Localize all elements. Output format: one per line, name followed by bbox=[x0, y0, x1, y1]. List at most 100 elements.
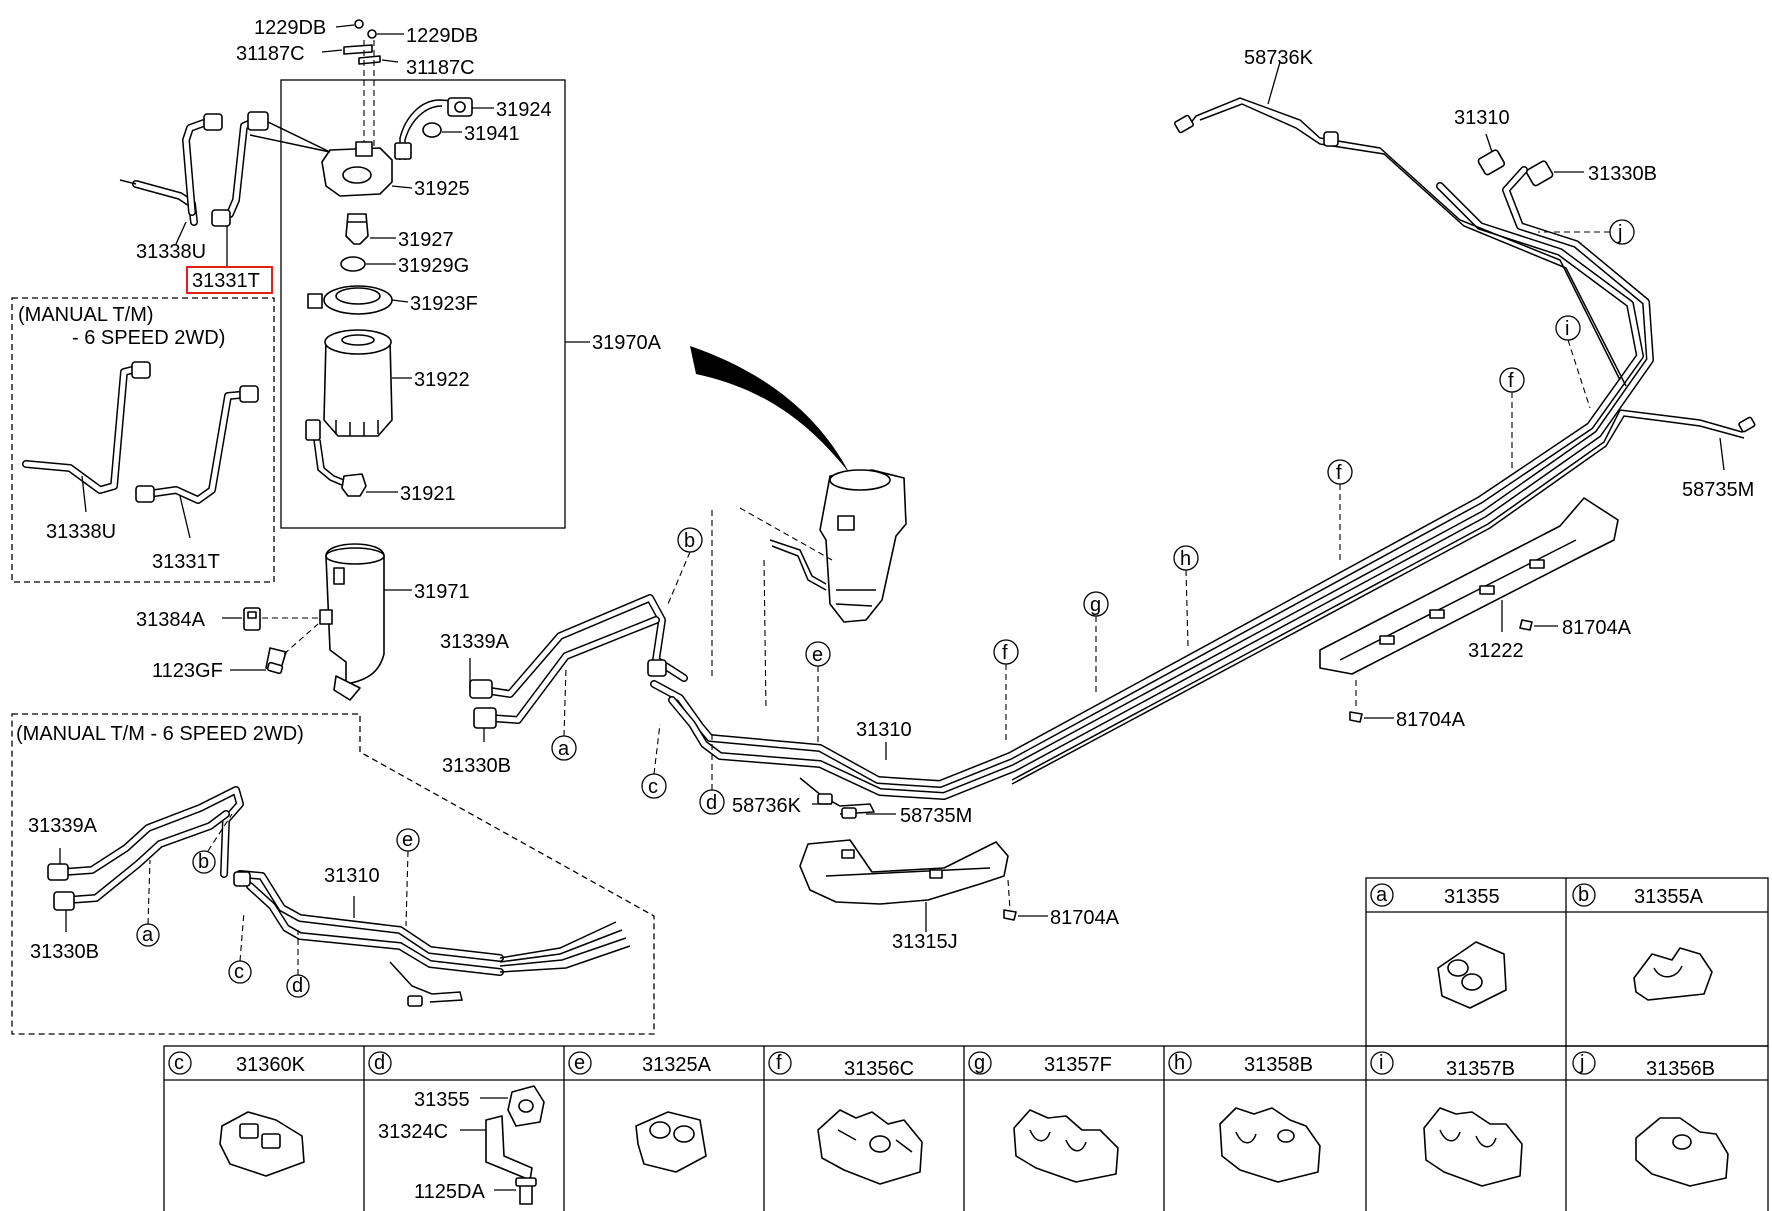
part-label-31970A[interactable]: 31970A bbox=[592, 332, 662, 354]
legend-cell-d[interactable]: d bbox=[368, 1051, 545, 1205]
part-label-31384A[interactable]: 31384A bbox=[136, 609, 206, 631]
protector-31315J-icon bbox=[799, 839, 1009, 905]
legend-f-part: 31356C bbox=[844, 1058, 914, 1080]
clip-31384A-icon bbox=[243, 607, 261, 631]
legend-cell-i[interactable]: i 31357B bbox=[1370, 1051, 1523, 1187]
legend-c-part: 31360K bbox=[236, 1054, 306, 1076]
callout-b-main-text: b bbox=[684, 530, 695, 552]
callout-b-manual-text: b bbox=[198, 851, 209, 873]
callout-j-main-text: j bbox=[1617, 222, 1622, 244]
part-label-31971[interactable]: 31971 bbox=[414, 581, 470, 603]
legend-e-key: e bbox=[574, 1052, 585, 1074]
manual-tm-note-bottom: (MANUAL T/M - 6 SPEED 2WD) bbox=[16, 723, 304, 745]
legend-g-part: 31357F bbox=[1044, 1054, 1112, 1076]
part-label-1229DB-right[interactable]: 1229DB bbox=[406, 25, 478, 47]
protector-31222-icon bbox=[1319, 497, 1619, 675]
filter-bracket-31971-icon bbox=[319, 543, 385, 701]
part-label-58735M-right[interactable]: 58735M bbox=[1682, 479, 1754, 501]
legend-cell-f[interactable]: f 31356C bbox=[768, 1051, 923, 1185]
callout-a-manual-text: a bbox=[142, 924, 154, 946]
fuel-filter-assembly-box bbox=[280, 79, 566, 529]
clip-31358B-icon bbox=[1219, 1107, 1321, 1183]
part-label-31927[interactable]: 31927 bbox=[398, 229, 454, 251]
part-label-31925[interactable]: 31925 bbox=[414, 178, 470, 200]
part-label-31310-main[interactable]: 31310 bbox=[856, 719, 912, 741]
part-label-31331T-top[interactable]: 31331T bbox=[192, 270, 260, 292]
bolt-81704A-c-icon bbox=[1003, 909, 1017, 921]
legend-cell-g[interactable]: g 31357F bbox=[968, 1051, 1119, 1183]
legend-cell-j[interactable]: j 31356B bbox=[1572, 1051, 1729, 1187]
part-label-31923F[interactable]: 31923F bbox=[410, 293, 478, 315]
fuel-tube-31331T-manual-icon bbox=[135, 385, 259, 504]
part-label-1123GF[interactable]: 1123GF bbox=[152, 660, 223, 682]
part-label-31929G[interactable]: 31929G bbox=[398, 255, 469, 277]
highlighted-part-31331T bbox=[186, 266, 273, 294]
sensor-31927-icon bbox=[345, 213, 369, 245]
part-label-31222[interactable]: 31222 bbox=[1468, 640, 1524, 662]
part-label-58735M-mid[interactable]: 58735M bbox=[900, 805, 972, 827]
bracket-31187C-icon bbox=[343, 44, 381, 65]
part-label-81704A-a[interactable]: 81704A bbox=[1562, 617, 1632, 639]
part-label-31310-top[interactable]: 31310 bbox=[1454, 107, 1510, 129]
part-label-31921[interactable]: 31921 bbox=[400, 483, 456, 505]
part-label-31330B-main[interactable]: 31330B bbox=[442, 755, 511, 777]
legend-cell-a[interactable]: a 31355 bbox=[1370, 883, 1507, 1009]
part-label-81704A-b[interactable]: 81704A bbox=[1396, 709, 1466, 731]
part-label-31941[interactable]: 31941 bbox=[464, 123, 520, 145]
part-label-31330B-top[interactable]: 31330B bbox=[1588, 163, 1657, 185]
part-label-31338U-manual[interactable]: 31338U bbox=[46, 521, 116, 543]
legend-cell-b[interactable]: b 31355A bbox=[1572, 883, 1713, 1001]
connector-small-icon bbox=[394, 142, 412, 160]
legend-g-key: g bbox=[974, 1052, 985, 1074]
callout-f-main-1-text: f bbox=[1002, 642, 1008, 664]
clip-31355A-icon bbox=[1633, 947, 1713, 1001]
part-label-31315J[interactable]: 31315J bbox=[892, 931, 958, 953]
bolt-81704A-b-icon bbox=[1349, 711, 1363, 723]
legend-d-part-31355[interactable]: 31355 bbox=[414, 1089, 470, 1111]
part-label-31310-manual[interactable]: 31310 bbox=[324, 865, 380, 887]
fuel-tube-31338U-manual-icon bbox=[22, 361, 151, 494]
o-ring-31941-icon bbox=[422, 122, 442, 138]
callout-b-manual[interactable] bbox=[192, 850, 216, 874]
legend-a-key: a bbox=[1376, 884, 1388, 906]
part-label-31338U-top[interactable]: 31338U bbox=[136, 241, 206, 263]
legend-d-part-1125DA[interactable]: 1125DA bbox=[414, 1181, 485, 1203]
legend-j-part: 31356B bbox=[1646, 1058, 1715, 1080]
callout-h-main-text: h bbox=[1180, 548, 1191, 570]
manual-tm-note-line1: (MANUAL T/M) bbox=[18, 304, 154, 326]
callout-a-main-text: a bbox=[558, 738, 570, 760]
part-label-58736K-mid[interactable]: 58736K bbox=[732, 795, 802, 817]
legend-cell-e[interactable]: e 31325A bbox=[568, 1051, 712, 1173]
clip-31355-icon bbox=[1437, 941, 1507, 1009]
callout-c-main-text: c bbox=[648, 776, 658, 798]
part-label-31339A-manual[interactable]: 31339A bbox=[28, 815, 98, 837]
bolt-81704A-a-icon bbox=[1519, 619, 1533, 631]
part-label-58736K-top[interactable]: 58736K bbox=[1244, 47, 1314, 69]
callout-e-main-text: e bbox=[812, 644, 823, 666]
legend-cell-c[interactable]: c 31360K bbox=[168, 1051, 306, 1177]
callout-d-main-text: d bbox=[706, 792, 717, 814]
legend-cell-h[interactable]: h 31358B bbox=[1168, 1051, 1321, 1183]
part-label-81704A-c[interactable]: 81704A bbox=[1050, 907, 1120, 929]
legend-b-part: 31355A bbox=[1634, 886, 1704, 908]
manual-tm-variant-box-top bbox=[11, 297, 275, 583]
legend-d-part-31324C[interactable]: 31324C bbox=[378, 1121, 448, 1143]
fuel-tube-manual-assembly-icon bbox=[47, 786, 631, 1007]
main-fuel-line-assembly-icon bbox=[469, 97, 1756, 819]
bracket-31324C-icon bbox=[485, 1085, 545, 1205]
filter-cartridge-31922-icon bbox=[323, 329, 393, 437]
part-label-31924[interactable]: 31924 bbox=[496, 99, 552, 121]
clip-31360K-icon bbox=[219, 1111, 305, 1177]
filter-head-31925-icon bbox=[249, 134, 393, 197]
clip-legend-table bbox=[163, 877, 1769, 1211]
part-label-31339A-main[interactable]: 31339A bbox=[440, 631, 510, 653]
part-label-31187C-left[interactable]: 31187C bbox=[236, 43, 305, 65]
part-label-1229DB-left[interactable]: 1229DB bbox=[254, 17, 326, 39]
part-label-31331T-manual[interactable]: 31331T bbox=[152, 551, 220, 573]
part-label-31922[interactable]: 31922 bbox=[414, 369, 470, 391]
callout-g-main-text: g bbox=[1090, 594, 1101, 616]
clip-31357B-icon bbox=[1423, 1107, 1523, 1187]
part-label-31187C-right[interactable]: 31187C bbox=[406, 57, 475, 79]
part-label-31330B-manual[interactable]: 31330B bbox=[30, 941, 99, 963]
